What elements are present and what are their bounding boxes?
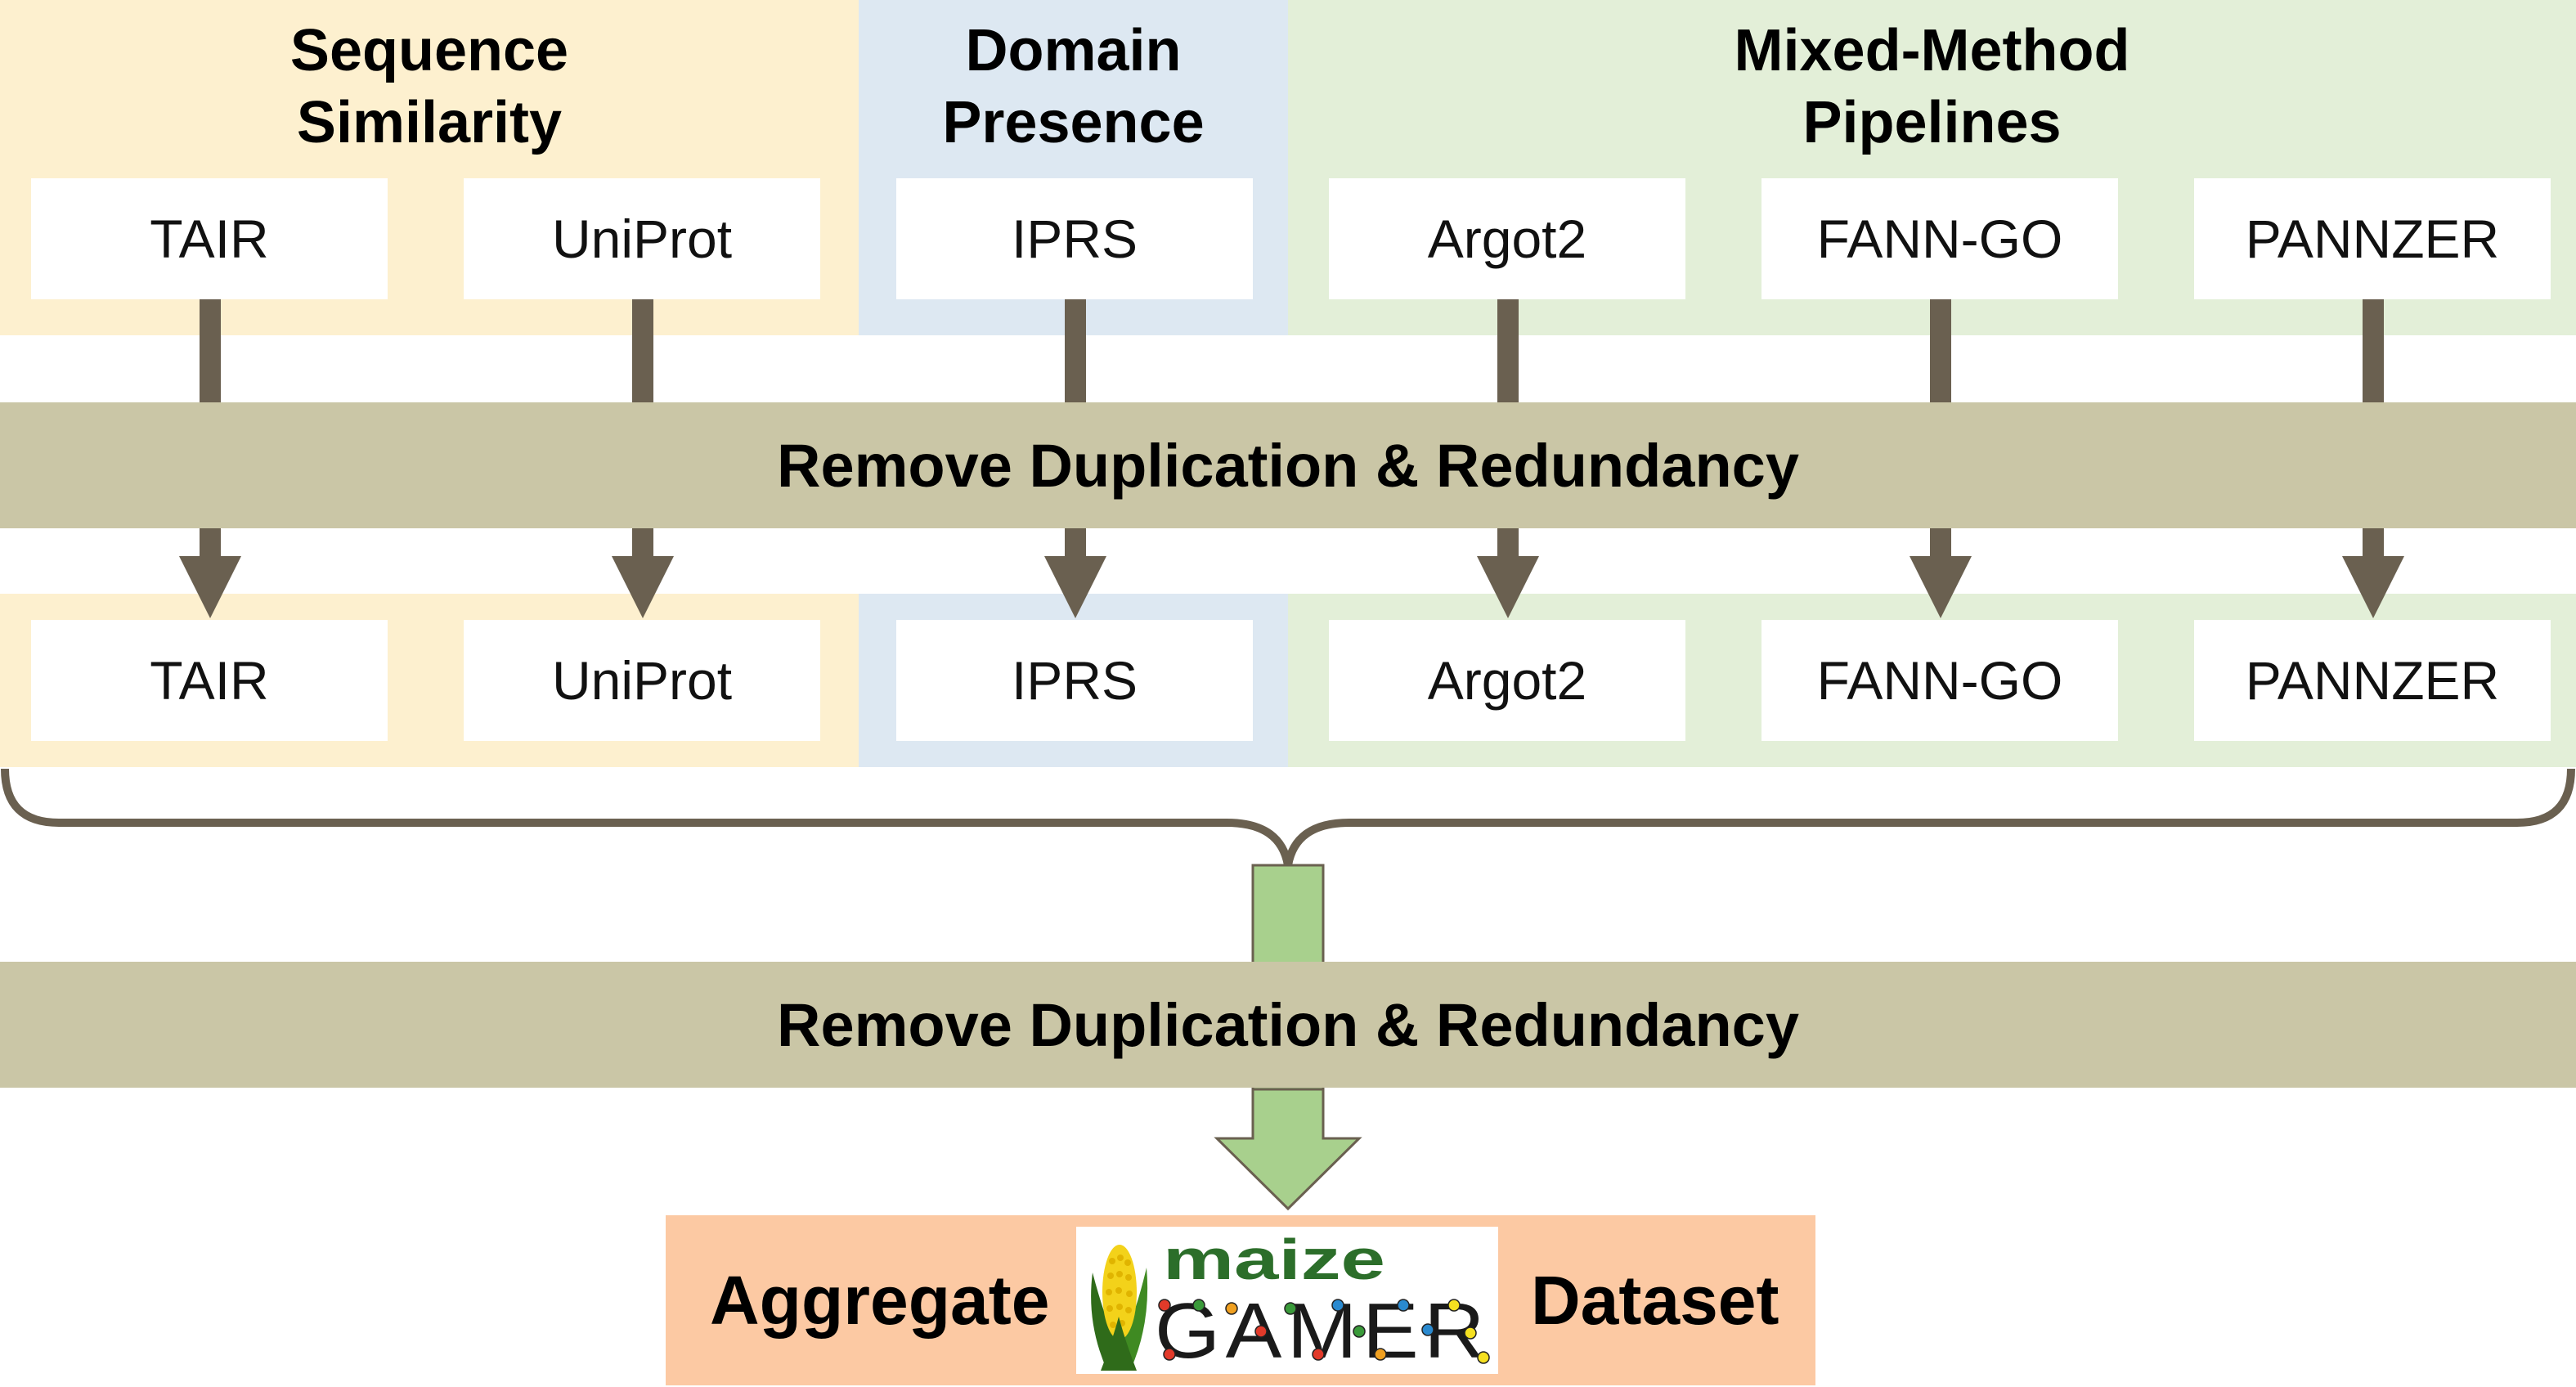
green-arrow-head <box>1214 1088 1362 1211</box>
filtered-box-fann-go: FANN-GO <box>1761 620 2118 741</box>
source-box-uniprot: UniProt <box>464 178 820 299</box>
source-box-fann-go: FANN-GO <box>1761 178 2118 299</box>
source-box-tair: TAIR <box>31 178 388 299</box>
dedup-label-second: Remove Duplication & Redundancy <box>777 990 1799 1059</box>
dedup-bar-first: Remove Duplication & Redundancy <box>0 402 2576 528</box>
logo-word-maize: maize <box>1163 1228 1385 1291</box>
source-label: FANN-GO <box>1816 650 2063 711</box>
group-heading-line: Similarity <box>296 90 563 155</box>
logo-word-gamer: GAMER <box>1155 1287 1490 1374</box>
source-label: PANNZER <box>2245 209 2500 269</box>
aggregate-label: Aggregate <box>710 1261 1050 1339</box>
source-label: TAIR <box>150 650 269 711</box>
source-box-pannzer: PANNZER <box>2194 178 2551 299</box>
source-box-argot2: Argot2 <box>1329 178 1685 299</box>
group-heading-mixed-method: Mixed-Method Pipelines <box>1288 15 2576 159</box>
source-label: IPRS <box>1011 209 1138 269</box>
filtered-box-uniprot: UniProt <box>464 620 820 741</box>
filtered-box-tair: TAIR <box>31 620 388 741</box>
group-heading-line: Pipelines <box>1802 90 2062 155</box>
dedup-label-first: Remove Duplication & Redundancy <box>777 431 1799 500</box>
group-heading-line: Sequence <box>289 18 569 83</box>
source-label: Argot2 <box>1427 650 1587 711</box>
group-heading-sequence-similarity: Sequence Similarity <box>0 15 859 159</box>
filtered-box-pannzer: PANNZER <box>2194 620 2551 741</box>
group-heading-domain-presence: Domain Presence <box>859 15 1288 159</box>
filtered-box-argot2: Argot2 <box>1329 620 1685 741</box>
group-heading-line: Mixed-Method <box>1734 18 2130 83</box>
aggregate-dataset-box: Aggregate mai <box>666 1215 1815 1385</box>
source-label: FANN-GO <box>1816 209 2063 269</box>
corn-icon <box>1091 1245 1148 1371</box>
source-box-iprs: IPRS <box>896 178 1253 299</box>
source-label: TAIR <box>150 209 269 269</box>
source-label: UniProt <box>551 650 733 711</box>
logo-network-nodes <box>1158 1299 1490 1364</box>
maize-gamer-logo-art: maize GAMER <box>1091 1228 1490 1375</box>
source-label: Argot2 <box>1427 209 1587 269</box>
merge-brace <box>1 768 2575 867</box>
source-label: UniProt <box>551 209 733 269</box>
dedup-bar-second: Remove Duplication & Redundancy <box>0 962 2576 1088</box>
maize-gamer-logo: maize GAMER <box>1076 1227 1498 1375</box>
dataset-label: Dataset <box>1531 1261 1779 1339</box>
group-heading-line: Presence <box>942 90 1205 155</box>
filtered-box-iprs: IPRS <box>896 620 1253 741</box>
group-heading-line: Domain <box>965 18 1182 83</box>
source-label: IPRS <box>1011 650 1138 711</box>
source-label: PANNZER <box>2245 650 2500 711</box>
